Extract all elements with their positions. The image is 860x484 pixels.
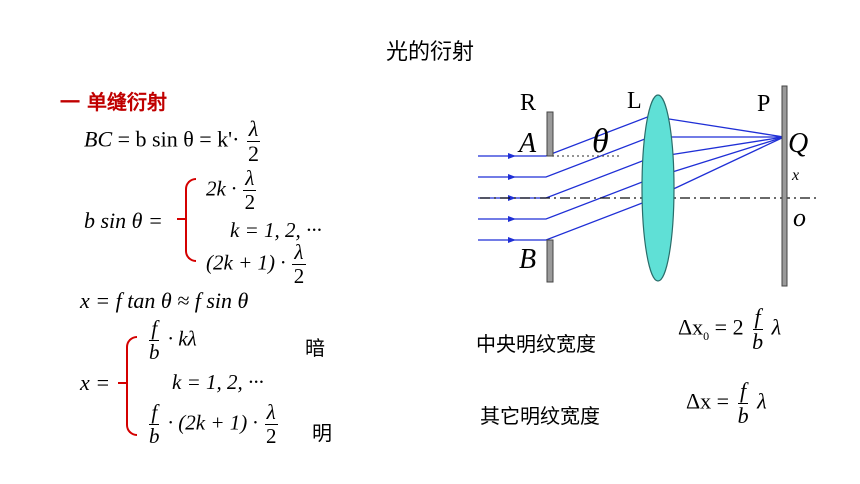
- label-q: Q: [788, 128, 808, 159]
- ray-arrow-3: [508, 195, 516, 201]
- fraction-lambda-half: λ 2: [246, 118, 261, 165]
- case-dark: f b · kλ: [146, 318, 197, 363]
- label-dark: 暗: [305, 336, 325, 360]
- formula-bc-eq: = b sin θ = k'·: [117, 126, 240, 152]
- central-width-eq: = 2: [714, 314, 744, 340]
- fraction-lambda-half: λ 2: [264, 402, 279, 447]
- fraction-numerator: f: [149, 400, 160, 425]
- label-b: B: [519, 244, 536, 275]
- ray-arrow-4: [508, 216, 516, 222]
- central-width-formula: Δx0 = 2 f b λ: [678, 306, 781, 353]
- formula-x-relation: x = f tan θ ≈ f sin θ: [80, 288, 249, 313]
- other-width-formula: Δx = f b λ: [686, 380, 767, 427]
- fraction-denominator: 2: [265, 424, 277, 448]
- fraction-numerator: f: [738, 378, 749, 404]
- label-bright: 明: [312, 421, 332, 445]
- case-odd: (2k + 1) · λ 2: [206, 242, 307, 287]
- fraction-numerator: λ: [246, 116, 261, 142]
- case-bright-term: · (2k + 1) ·: [167, 410, 258, 435]
- k-range-bottom: k = 1, 2, ···: [172, 370, 264, 394]
- fraction-numerator: f: [752, 304, 763, 330]
- other-width-label: 其它明纹宽度: [480, 404, 600, 428]
- delta-x-symbol: Δx: [686, 388, 712, 414]
- page-title: 光的衍射: [385, 40, 474, 65]
- fraction-denominator: 2: [293, 264, 305, 288]
- ray-arrow-1: [508, 153, 516, 159]
- fraction-denominator: b: [149, 340, 160, 364]
- fraction-numerator: λ: [292, 240, 306, 265]
- fraction-denominator: b: [149, 424, 160, 448]
- screen: [781, 85, 788, 287]
- central-width-label: 中央明纹宽度: [476, 332, 596, 356]
- k-range-top: k = 1, 2, ···: [230, 218, 322, 242]
- lambda-symbol: λ: [771, 314, 782, 340]
- fraction-f-over-b: f b: [147, 318, 162, 363]
- brace-bsin-tip: [177, 218, 185, 220]
- fraction-numerator: λ: [264, 400, 278, 425]
- ray-group: [478, 115, 785, 243]
- case-even-term: 2k ·: [206, 176, 237, 201]
- formula-bc: BC = b sin θ = k'· λ 2: [84, 118, 262, 165]
- label-theta: θ: [592, 123, 609, 160]
- fraction-lambda-half: λ 2: [292, 242, 307, 287]
- formula-x-lhs: x =: [80, 370, 111, 395]
- ray-arrow-2: [508, 174, 516, 180]
- fraction-f-over-b: f b: [750, 306, 765, 353]
- case-bright: f b · (2k + 1) · λ 2: [146, 402, 279, 447]
- formula-bc-lhs: BC: [84, 126, 113, 152]
- label-p: P: [757, 91, 770, 117]
- label-l: L: [627, 88, 642, 114]
- label-x: x: [791, 167, 799, 184]
- fraction-numerator: λ: [243, 166, 257, 191]
- delta-x-symbol: Δx: [678, 314, 704, 340]
- ray-arrow-5: [508, 237, 516, 243]
- lens: [641, 94, 675, 282]
- brace-x: [126, 336, 137, 436]
- fraction-denominator: 2: [247, 141, 259, 166]
- other-width-eq: =: [716, 388, 730, 414]
- case-dark-term: · kλ: [167, 326, 197, 351]
- fraction-f-over-b: f b: [147, 402, 162, 447]
- fraction-lambda-half: λ 2: [243, 168, 258, 213]
- section-heading: 一 单缝衍射: [60, 90, 167, 114]
- brace-x-tip: [118, 382, 126, 384]
- fraction-numerator: f: [149, 316, 160, 341]
- subscript-zero: 0: [703, 328, 710, 343]
- fraction-denominator: b: [752, 329, 764, 354]
- brace-bsin: [185, 178, 196, 262]
- fraction-denominator: 2: [244, 190, 256, 214]
- label-r: R: [520, 90, 536, 116]
- slit-plate-top: [546, 111, 554, 157]
- label-a: A: [517, 128, 537, 159]
- label-o: o: [793, 203, 806, 232]
- case-even: 2k · λ 2: [206, 168, 258, 213]
- lambda-symbol: λ: [757, 388, 767, 414]
- fraction-f-over-b: f b: [736, 380, 751, 427]
- case-odd-term: (2k + 1) ·: [206, 250, 286, 275]
- fraction-denominator: b: [737, 403, 749, 428]
- formula-bsin-lhs: b sin θ =: [84, 208, 163, 233]
- slit-plate-bottom: [546, 239, 554, 283]
